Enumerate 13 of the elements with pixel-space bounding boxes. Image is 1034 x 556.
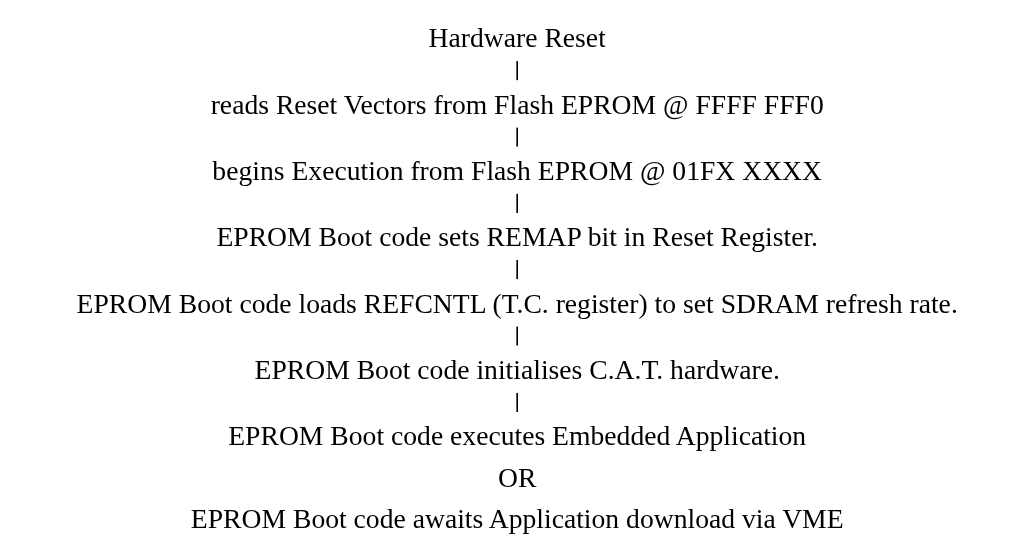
connector — [516, 60, 518, 82]
node-text: begins Execution from Flash EPROM @ 01FX XXXX — [212, 155, 822, 186]
node-text: Hardware Reset — [428, 22, 606, 53]
connector — [516, 192, 518, 214]
connector — [516, 259, 518, 281]
node-text: EPROM Boot code loads REFCNTL (T.C. register) to set SDRAM refresh rate. — [76, 287, 958, 319]
connector — [516, 325, 518, 347]
connector — [516, 391, 518, 413]
node-text: EPROM Boot code sets REMAP bit in Reset Register. — [216, 221, 818, 252]
node-text: EPROM Boot code executes Embedded Application OR EPROM Boot code awaits Application download via VME — [190, 420, 844, 534]
connector — [516, 126, 518, 148]
node-text: reads Reset Vectors from Flash EPROM @ FFFF FFF0 — [210, 88, 824, 120]
node-text: EPROM Boot code initialises C.A.T. hardware. — [254, 354, 780, 385]
